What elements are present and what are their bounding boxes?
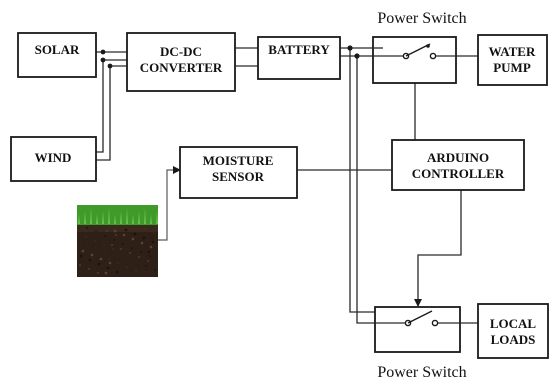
soil-sample-image: [77, 205, 158, 277]
power-switch-bottom-title: Power Switch: [377, 364, 466, 381]
moisture-sensor-label-line-2: SENSOR: [212, 169, 265, 184]
arduino-label-line-2: CONTROLLER: [412, 166, 505, 181]
wind-block: WIND: [10, 136, 97, 182]
converter-label-line-1: DC-DC: [160, 44, 202, 59]
arduino-label-line-1: ARDUINO: [427, 150, 489, 165]
water-pump-label-line-1: WATER: [489, 44, 536, 59]
power-switch-bottom: [374, 306, 461, 353]
moisture-sensor-label-line-1: MOISTURE: [203, 153, 274, 168]
water-pump-block: WATER PUMP: [477, 34, 548, 86]
junction-dot: [107, 63, 113, 69]
junction-dot: [347, 45, 353, 51]
wire-arduino-switch-bottom: [414, 190, 462, 307]
water-pump-label-line-2: PUMP: [493, 60, 531, 75]
dc-dc-converter-block: DC-DC CONVERTER: [126, 32, 236, 92]
local-loads-label-line-2: LOADS: [491, 332, 536, 347]
battery-label: BATTERY: [268, 42, 330, 57]
power-switch-top-title: Power Switch: [377, 10, 466, 27]
converter-label-line-2: CONVERTER: [140, 60, 223, 75]
wind-label: WIND: [35, 150, 72, 165]
local-loads-block: LOCAL LOADS: [477, 303, 549, 359]
wire-soil-sensor: [158, 166, 181, 241]
wire-wind-a: [96, 59, 127, 153]
wire-wind-b: [96, 65, 127, 161]
battery-block: BATTERY: [257, 36, 341, 80]
solar-label: SOLAR: [35, 42, 80, 57]
junction-dot: [100, 49, 106, 55]
junction-dot: [354, 53, 360, 59]
solar-block: SOLAR: [17, 32, 97, 78]
arduino-controller-block: ARDUINO CONTROLLER: [391, 139, 525, 191]
local-loads-label-line-1: LOCAL: [490, 316, 537, 331]
wire-bus-right: [356, 56, 375, 324]
junction-dot: [100, 57, 106, 63]
wire-bus-left: [349, 48, 375, 313]
power-switch-top: [372, 36, 457, 84]
moisture-sensor-block: MOISTURE SENSOR: [179, 146, 298, 199]
